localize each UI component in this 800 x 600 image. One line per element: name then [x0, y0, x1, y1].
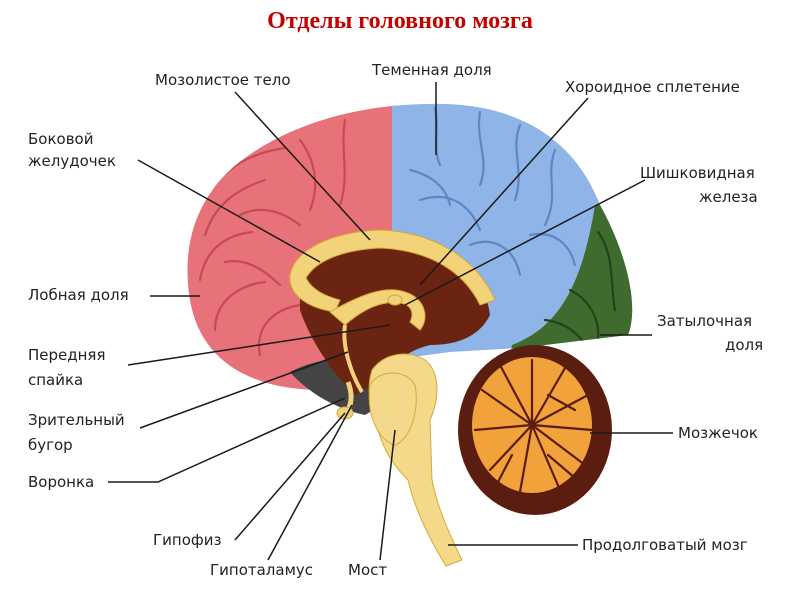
- label-frontal-lobe: Лобная доля: [28, 286, 129, 304]
- label-thalamus-2: бугор: [28, 436, 73, 454]
- pineal-gland: [388, 295, 402, 305]
- label-thalamus-1: Зрительный: [28, 411, 125, 429]
- label-pineal-2: железа: [699, 188, 758, 206]
- label-lateral-ventricle-1: Боковой: [28, 130, 93, 148]
- leader-infundibulum: [108, 398, 345, 482]
- label-corpus-callosum: Мозолистое тело: [155, 71, 291, 89]
- label-hypothalamus: Гипоталамус: [210, 561, 313, 579]
- label-lateral-ventricle-2: желудочек: [28, 152, 116, 170]
- label-medulla: Продолговатый мозг: [582, 536, 748, 554]
- label-choroid-plexus: Хороидное сплетение: [565, 78, 740, 96]
- label-anterior-commissure-1: Передняя: [28, 346, 105, 364]
- label-pineal-1: Шишковидная: [640, 164, 755, 182]
- label-occipital-2: доля: [725, 336, 763, 354]
- label-cerebellum: Мозжечок: [678, 424, 758, 442]
- label-anterior-commissure-2: спайка: [28, 371, 83, 389]
- label-occipital-1: Затылочная: [657, 312, 752, 330]
- label-pituitary: Гипофиз: [153, 531, 221, 549]
- leader-hypothalamus: [268, 405, 352, 560]
- label-parietal-lobe: Теменная доля: [371, 61, 492, 79]
- label-pons: Мост: [348, 561, 387, 579]
- label-infundibulum: Воронка: [28, 473, 94, 491]
